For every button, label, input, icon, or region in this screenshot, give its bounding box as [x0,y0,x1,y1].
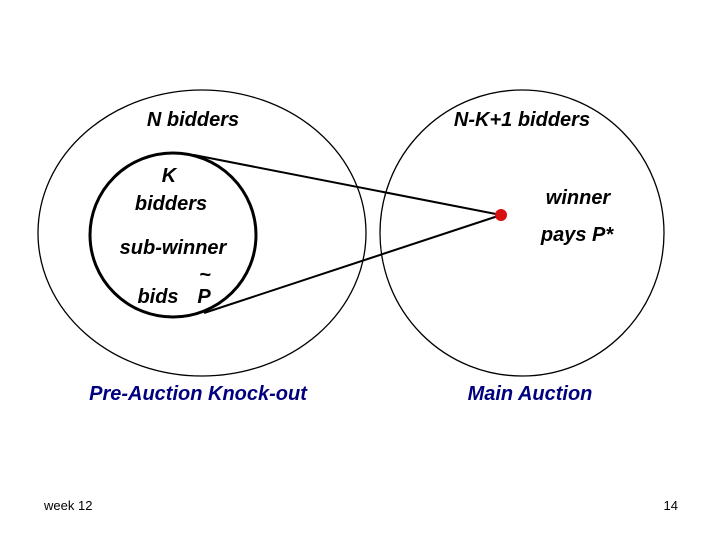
n-bidders-circle [37,89,367,377]
bids-label: bids [137,286,178,308]
pre-auction-caption: Pre-Auction Knock-out [89,383,308,405]
tilde-mark: ~ [199,264,211,286]
k-bidders-label: bidders [135,193,207,215]
page-number: 14 [663,498,678,513]
price-p-label: P [197,286,211,308]
sub-winner-label: sub-winner [120,237,228,259]
main-auction-caption: Main Auction [468,383,593,405]
k-label: K [162,165,178,187]
lower-connector-line [203,214,502,314]
n-bidders-label: N bidders [147,109,239,131]
main-auction-circle [379,89,665,377]
upper-connector-line [193,154,502,216]
winner-label: winner [546,187,612,209]
k-bidders-circle [88,151,258,319]
winner-dot [495,209,507,221]
pays-p-star-label: pays P* [540,224,614,246]
week-footer: week 12 [44,498,93,513]
n-k-plus-1-bidders-label: N-K+1 bidders [454,109,590,131]
